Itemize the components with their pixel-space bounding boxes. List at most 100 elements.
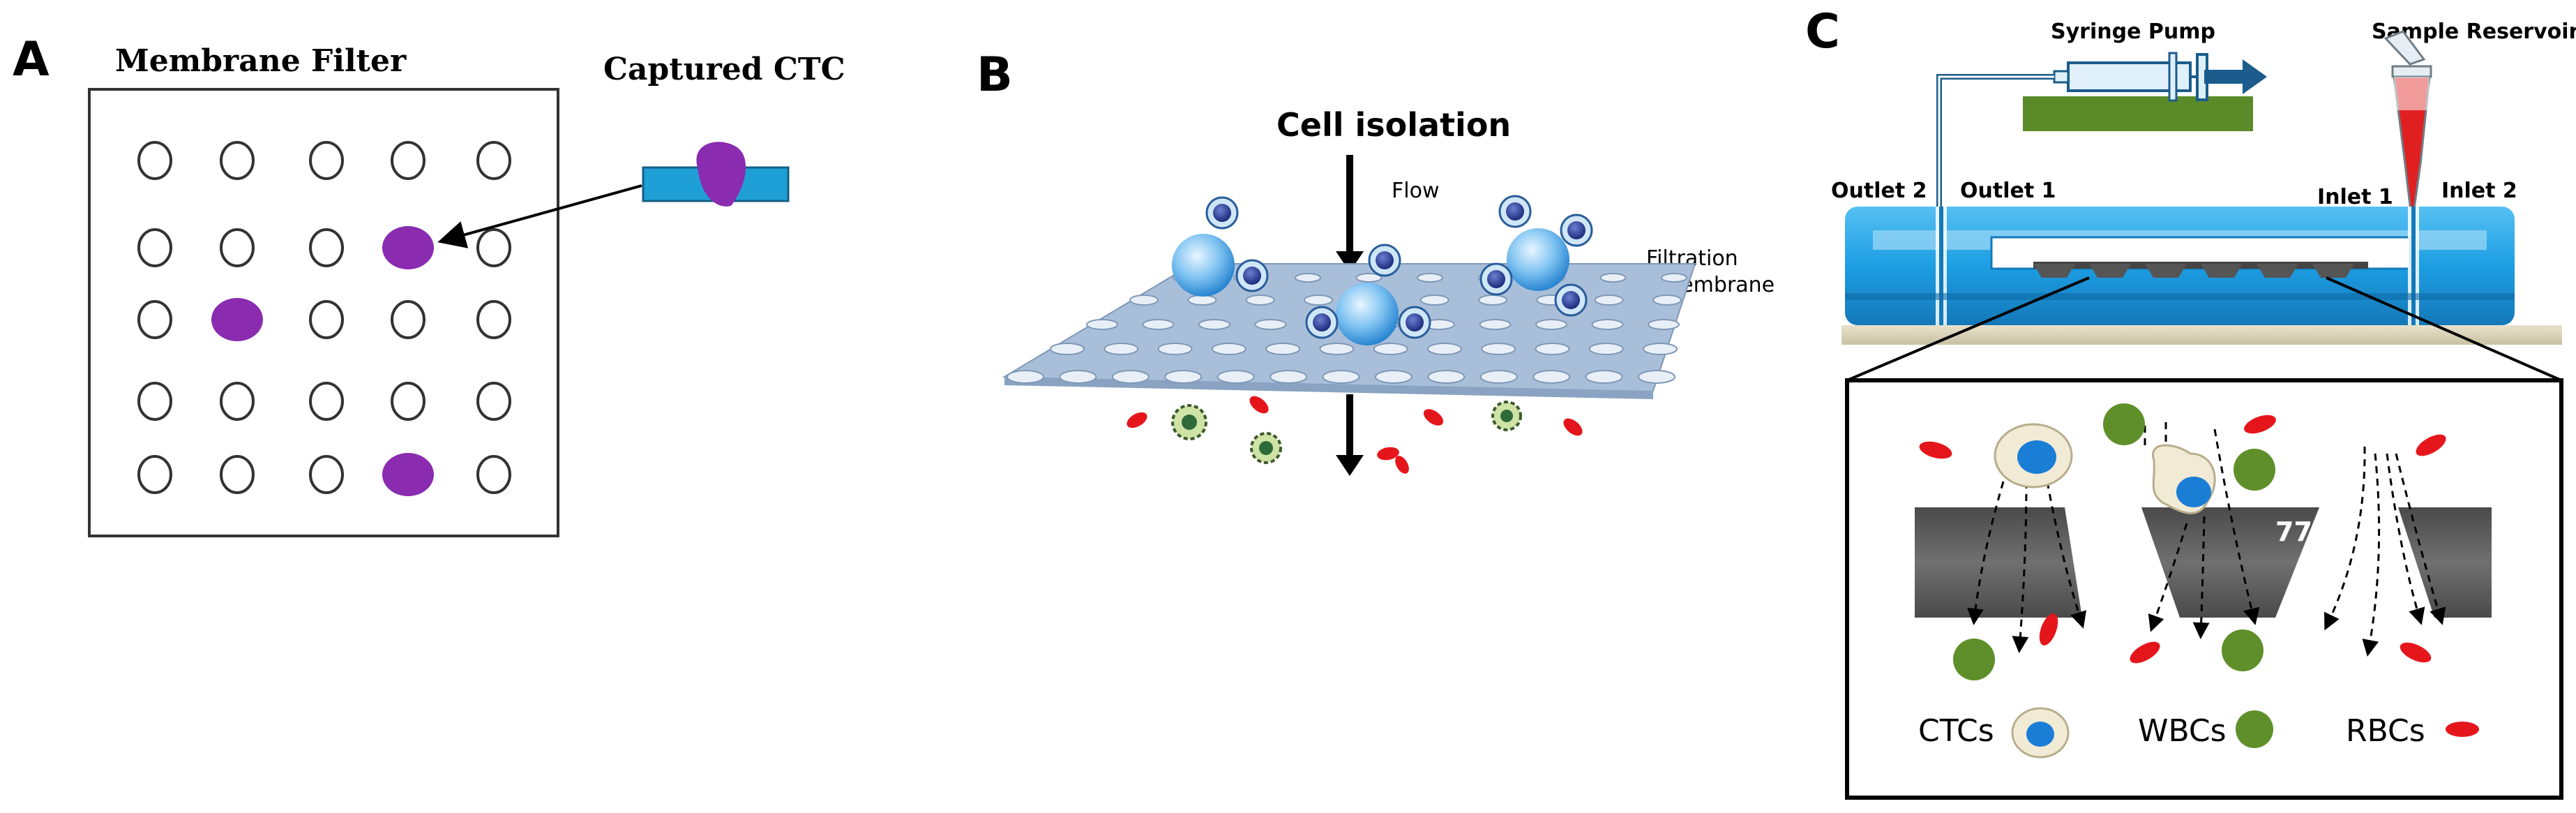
flow-arrow-head <box>1336 251 1364 272</box>
bead-cell <box>1554 283 1588 317</box>
membrane-pore <box>1198 319 1230 330</box>
empty-pore <box>220 141 255 180</box>
panel-c-letter: C <box>1805 4 1840 59</box>
membrane-pore <box>1374 370 1413 384</box>
membrane-pore <box>1319 343 1355 355</box>
empty-pore <box>476 228 511 267</box>
wbc-cell <box>1171 404 1207 440</box>
rbc-cell <box>1127 412 1147 428</box>
zoom-line-right <box>2326 276 2562 382</box>
rbc-cell <box>2400 642 2432 663</box>
outlet-1-label: Outlet 1 <box>1960 179 2056 203</box>
ctc-cell-large <box>1994 423 2073 488</box>
membrane-pore <box>1535 343 1570 355</box>
membrane-pore <box>1535 319 1567 330</box>
captured-ctc-in-pore <box>382 453 434 496</box>
empty-pore <box>391 300 425 339</box>
membrane-pore <box>1245 294 1275 306</box>
membrane-pore <box>1479 370 1518 384</box>
membrane-segment <box>2398 507 2492 618</box>
captured-ctc-illustration <box>642 142 790 207</box>
rbc-cell <box>1395 456 1409 474</box>
membrane-pore <box>1254 319 1287 330</box>
membrane-pore <box>1295 273 1321 283</box>
flow-path <box>2324 446 2366 631</box>
flow-label: Flow <box>1392 179 1439 203</box>
membrane-pore <box>1007 370 1044 384</box>
ctc-cluster-right <box>1479 195 1593 317</box>
cell-isolation-title: Cell isolation <box>1276 106 1511 144</box>
legend-rbc-icon <box>2446 722 2479 737</box>
device-membrane-segment <box>2033 264 2075 278</box>
filtration-membrane-edge <box>1004 377 1653 399</box>
empty-pore <box>309 141 344 180</box>
device-membrane-segment <box>2201 264 2243 278</box>
device-membrane-segment <box>2312 264 2354 278</box>
membrane-filter-box <box>88 88 559 537</box>
membrane-pore <box>1265 343 1301 355</box>
empty-pore <box>391 382 425 421</box>
captured-ctc-label: Captured CTC <box>603 52 845 87</box>
flow-path <box>1967 481 2005 625</box>
rbc-cell <box>2416 434 2446 456</box>
bead-cell <box>1205 196 1239 230</box>
membrane-pore <box>1426 343 1462 355</box>
ctc-cell <box>1172 234 1235 297</box>
membrane-pore <box>1532 370 1571 384</box>
rbc-cell <box>1563 418 1583 436</box>
pore-grid <box>137 141 511 496</box>
empty-pore <box>309 382 344 421</box>
flow-path <box>2148 523 2188 632</box>
membrane-pore <box>1050 343 1085 355</box>
outlet-2-label: Outlet 2 <box>1831 179 1927 203</box>
bead-cell <box>1560 214 1593 247</box>
legend-ctcs-label: CTCs <box>1918 713 1994 749</box>
membrane-pore <box>1427 370 1466 384</box>
rbc-cell <box>1377 447 1399 461</box>
membrane-pore <box>1481 343 1516 355</box>
angle-label: 77° <box>2275 516 2326 547</box>
panel-a-letter: A <box>13 32 50 87</box>
wbc-cell <box>1953 639 1995 680</box>
membrane-pore <box>1304 294 1333 306</box>
empty-pore <box>220 455 255 494</box>
empty-pore <box>137 455 172 494</box>
empty-pore <box>137 382 172 421</box>
sample-reservoir-tube <box>2383 30 2432 224</box>
flow-path <box>2012 481 2029 653</box>
device-membrane-segment <box>2089 264 2131 278</box>
captured-ctc-in-pore <box>211 298 263 341</box>
wbc-cell <box>2234 449 2275 491</box>
inlet-2-label: Inlet 2 <box>2441 179 2517 203</box>
membrane-pore <box>1129 294 1159 306</box>
device-layer-line <box>1845 293 2515 300</box>
rbc-cell <box>2039 613 2058 646</box>
empty-pore <box>220 382 255 421</box>
legend-wbc-icon <box>2236 710 2273 748</box>
empty-pore <box>309 228 344 267</box>
panel-c: C Syringe Pump Sample Reservoir Outlet 2… <box>1805 4 2576 800</box>
membrane-segment <box>1915 507 2082 618</box>
flow-paths <box>1967 422 2446 657</box>
membrane-pore <box>1478 294 1507 306</box>
rbc-cell <box>1423 409 1444 426</box>
bead-cell <box>1498 195 1532 228</box>
panel-b-letter: B <box>977 47 1013 103</box>
bead-cell <box>1398 306 1431 339</box>
membrane-pore <box>1086 319 1118 330</box>
ctc-cluster-center <box>1305 244 1431 345</box>
inlet-1-label: Inlet 1 <box>2317 185 2393 209</box>
membrane-pore <box>1591 319 1624 330</box>
panel-a: A Membrane Filter Captured CTC <box>13 32 845 537</box>
membrane-pore <box>1322 370 1360 384</box>
membrane-pore <box>1142 319 1175 330</box>
flow-path <box>2362 453 2381 657</box>
empty-pore <box>476 455 511 494</box>
bead-cell <box>1368 244 1401 277</box>
membrane-pore <box>1643 343 1678 355</box>
rbc-cell <box>2130 641 2160 664</box>
ctc-cell-deformed <box>2152 444 2216 514</box>
rbc-cell <box>2244 415 2276 434</box>
empty-pore <box>476 300 511 339</box>
